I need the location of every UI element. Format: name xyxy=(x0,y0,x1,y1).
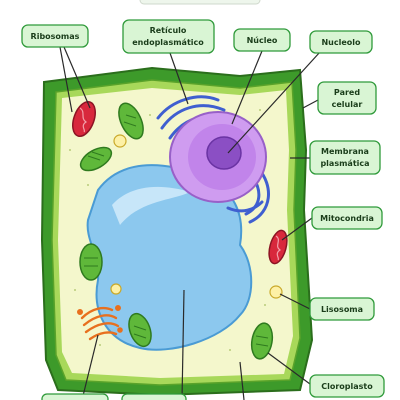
vacuole-highlight xyxy=(112,186,190,225)
label-lisosoma-text: Lisosoma xyxy=(321,305,363,314)
lysosomes xyxy=(110,134,283,299)
chloroplast-thylakoids xyxy=(84,114,269,347)
label-lisosoma: Lisosoma xyxy=(309,297,375,321)
label-nucleolo: Nucleolo xyxy=(309,30,373,54)
label-nucleo: Núcleo xyxy=(233,28,291,52)
nucleolus xyxy=(206,136,242,170)
label-nucleo-text: Núcleo xyxy=(247,36,278,45)
cropped-top-label xyxy=(139,0,261,5)
label-nucleolo-text: Nucleolo xyxy=(321,38,361,47)
label-pared-celular: Pared celular xyxy=(317,81,377,115)
label-ribosomas-text: Ribosomas xyxy=(31,32,80,41)
cropped-bottom-label-1 xyxy=(41,393,109,400)
label-cloroplasto-text: Cloroplasto xyxy=(321,382,373,391)
label-membrana-text-1: Membrana xyxy=(321,147,369,156)
label-membrana-text-2: plasmática xyxy=(320,159,369,168)
label-reticulo-text-2: endoplasmático xyxy=(132,38,204,47)
label-mitocondria: Mitocondria xyxy=(311,206,383,230)
mitochondrion-2 xyxy=(268,229,288,265)
label-reticulo: Retículo endoplasmático xyxy=(122,19,215,54)
label-membrana: Membrana plasmática xyxy=(309,140,381,175)
label-mitocondria-text: Mitocondria xyxy=(320,214,374,223)
golgi-apparatus xyxy=(76,305,123,341)
label-pared-text-2: celular xyxy=(332,100,363,109)
leader-lines xyxy=(59,46,321,400)
label-ribosomas: Ribosomas xyxy=(21,24,89,48)
label-pared-text-1: Pared xyxy=(334,88,360,97)
label-cloroplasto: Cloroplasto xyxy=(309,374,385,398)
label-reticulo-text-1: Retículo xyxy=(150,26,187,35)
cropped-bottom-label-2 xyxy=(121,393,187,400)
mitochondrion-1 xyxy=(72,100,96,138)
